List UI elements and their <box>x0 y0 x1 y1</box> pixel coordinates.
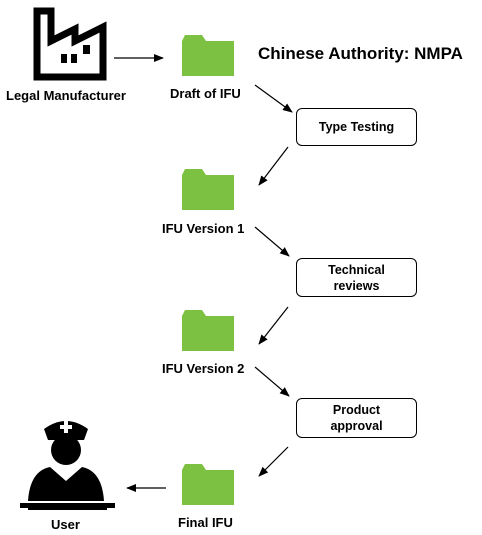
arrow-draft-to-type-testing <box>254 84 293 113</box>
folder-icon <box>182 310 234 351</box>
arrow-v1-to-technical-reviews <box>254 226 290 257</box>
arrow-v2-to-product-approval <box>254 366 290 397</box>
nurse-icon <box>20 421 115 510</box>
technical-reviews-box: Technical reviews <box>296 258 417 297</box>
folder-icon <box>182 169 234 210</box>
type-testing-box: Type Testing <box>296 108 417 146</box>
arrow-technical-reviews-to-v2 <box>258 306 289 345</box>
user-label: User <box>51 517 80 532</box>
folder-icon <box>182 35 234 76</box>
folder-icon <box>182 464 234 505</box>
product-approval-box: Product approval <box>296 398 417 438</box>
final-ifu-label: Final IFU <box>178 515 233 530</box>
arrow-product-approval-to-final <box>258 446 289 477</box>
arrow-type-testing-to-v1 <box>258 146 289 186</box>
ifu-version-1-label: IFU Version 1 <box>162 221 245 236</box>
ifu-version-2-label: IFU Version 2 <box>162 361 245 376</box>
factory-icon <box>33 7 107 81</box>
authority-title: Chinese Authority: NMPA <box>258 44 463 63</box>
draft-ifu-label: Draft of IFU <box>170 86 241 101</box>
manufacturer-label: Legal Manufacturer <box>6 88 126 103</box>
